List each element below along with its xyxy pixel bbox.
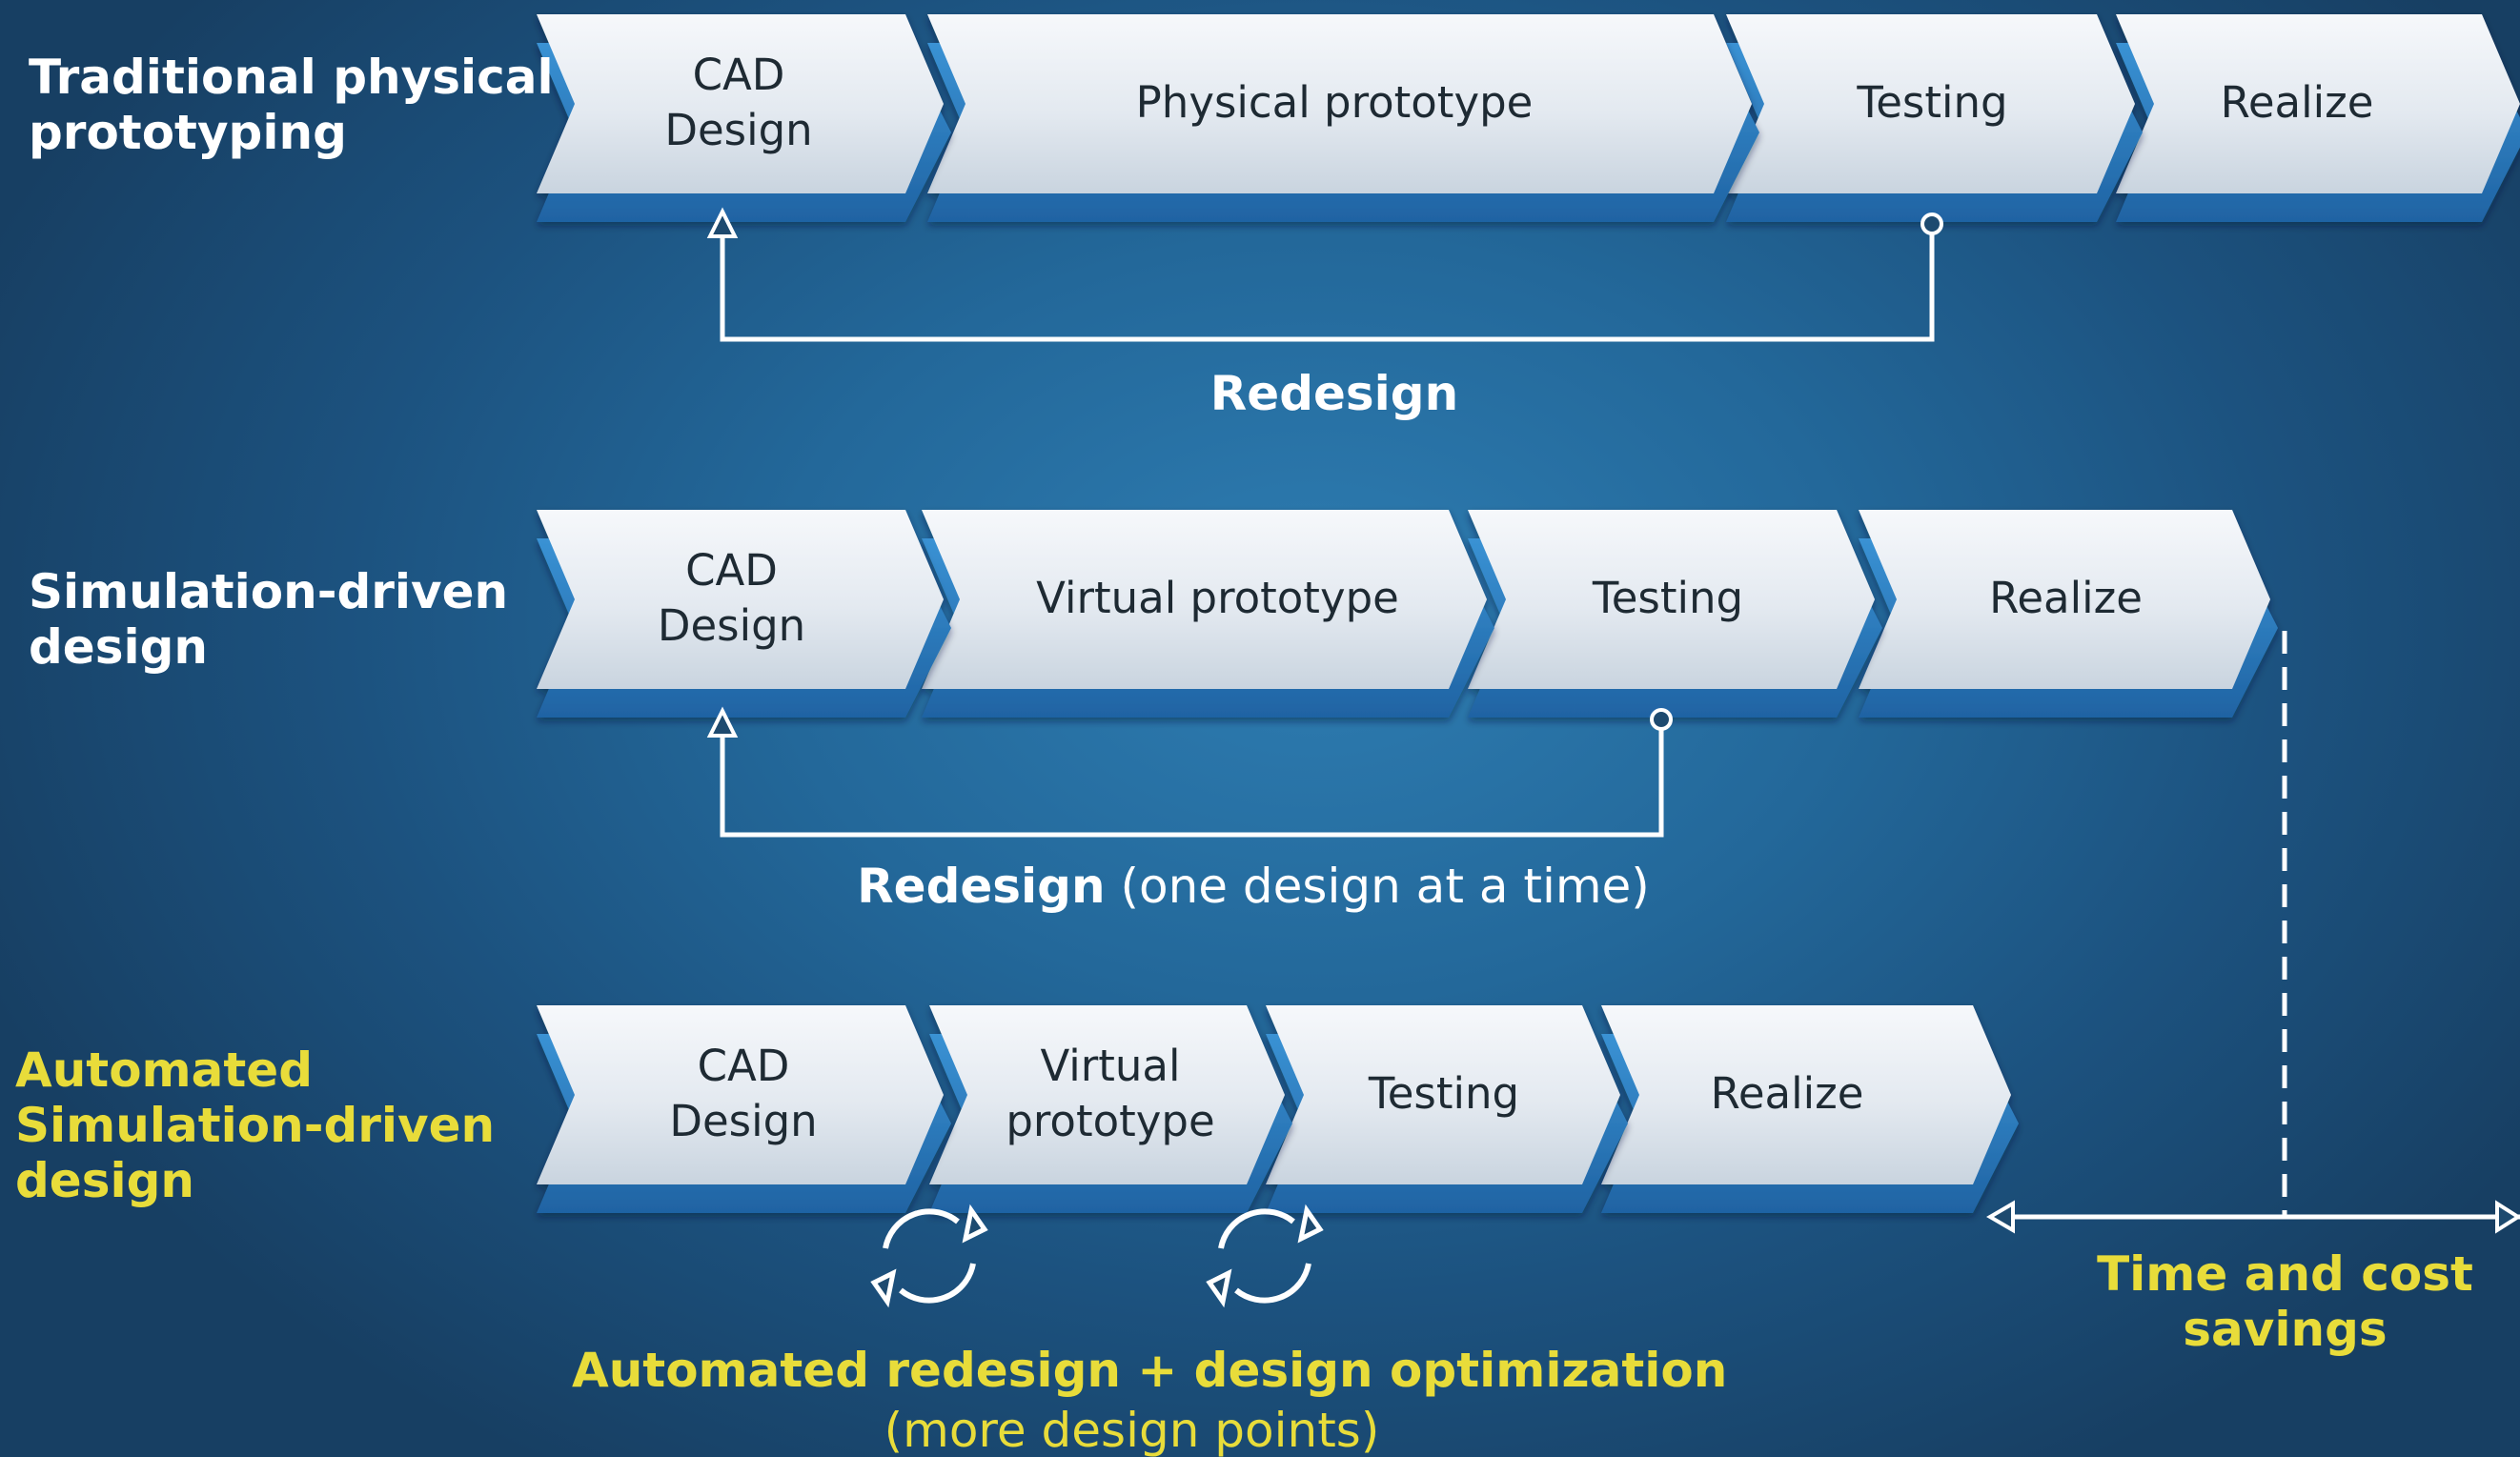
step-virtual-prototype: Virtual prototype bbox=[1006, 1041, 1215, 1146]
step-realize: Realize bbox=[1989, 573, 2143, 623]
time-cost-savings-label: Time and cost savings bbox=[2097, 1246, 2473, 1357]
chevron-face bbox=[927, 14, 1752, 193]
caption-redesign-row2: Redesign (one design at a time) bbox=[857, 859, 1650, 914]
chevron-face bbox=[1726, 14, 2135, 193]
redesign-loop-row1 bbox=[706, 207, 1943, 342]
step-testing: Testing bbox=[1592, 573, 1744, 623]
row-label-automated: Automated Simulation-driven design bbox=[15, 1042, 496, 1208]
step-cad-design: CAD Design bbox=[669, 1041, 818, 1146]
row-label-simulation: Simulation-driven design bbox=[29, 564, 509, 675]
chevron-testing bbox=[1468, 510, 1882, 718]
chevron-virtual-prototype bbox=[922, 510, 1494, 718]
chevron-realize bbox=[1601, 1005, 2019, 1213]
chevron-realize bbox=[2116, 14, 2520, 222]
chevron-virtual-prototype bbox=[929, 1005, 1292, 1213]
chevron-face bbox=[929, 1005, 1285, 1184]
chevron-face bbox=[537, 1005, 944, 1184]
row-label-traditional: Traditional physical prototyping bbox=[29, 50, 554, 160]
double-arrow-icon bbox=[1986, 1200, 2520, 1234]
refresh-cycle-icon bbox=[870, 1204, 988, 1308]
chevron-physical-prototype bbox=[927, 14, 1759, 222]
caption-more-design-points: (more design points) bbox=[884, 1403, 1380, 1457]
redesign-loop-row2 bbox=[706, 706, 1673, 838]
step-testing: Testing bbox=[1857, 77, 2008, 128]
chevron-realize bbox=[1859, 510, 2278, 718]
chevron-cad-design bbox=[537, 1005, 951, 1213]
chevron-cad-design bbox=[537, 14, 951, 222]
return-arrow-icon bbox=[706, 706, 739, 738]
chevron-face bbox=[1601, 1005, 2011, 1184]
return-arrow-icon bbox=[706, 207, 739, 238]
step-cad-design: CAD Design bbox=[657, 545, 806, 651]
step-cad-design: CAD Design bbox=[664, 50, 813, 155]
chevron-testing bbox=[1266, 1005, 1628, 1213]
refresh-cycle-icon bbox=[1206, 1204, 1324, 1308]
chevron-face bbox=[537, 510, 944, 689]
chevron-face bbox=[1266, 1005, 1620, 1184]
chevron-testing bbox=[1726, 14, 2143, 222]
step-virtual-prototype: Virtual prototype bbox=[1036, 573, 1399, 623]
chevron-face bbox=[1859, 510, 2270, 689]
chevron-cad-design bbox=[537, 510, 951, 718]
step-physical-prototype: Physical prototype bbox=[1135, 77, 1534, 128]
chevron-face bbox=[2116, 14, 2520, 193]
caption-automated-redesign: Automated redesign + design optimization bbox=[572, 1343, 1728, 1398]
step-testing: Testing bbox=[1368, 1068, 1520, 1119]
step-realize: Realize bbox=[1710, 1068, 1864, 1119]
chevron-face bbox=[1468, 510, 1875, 689]
step-realize: Realize bbox=[2220, 77, 2374, 128]
chevron-face bbox=[537, 14, 944, 193]
caption-redesign-row1: Redesign bbox=[1209, 366, 1459, 421]
chevron-face bbox=[922, 510, 1487, 689]
